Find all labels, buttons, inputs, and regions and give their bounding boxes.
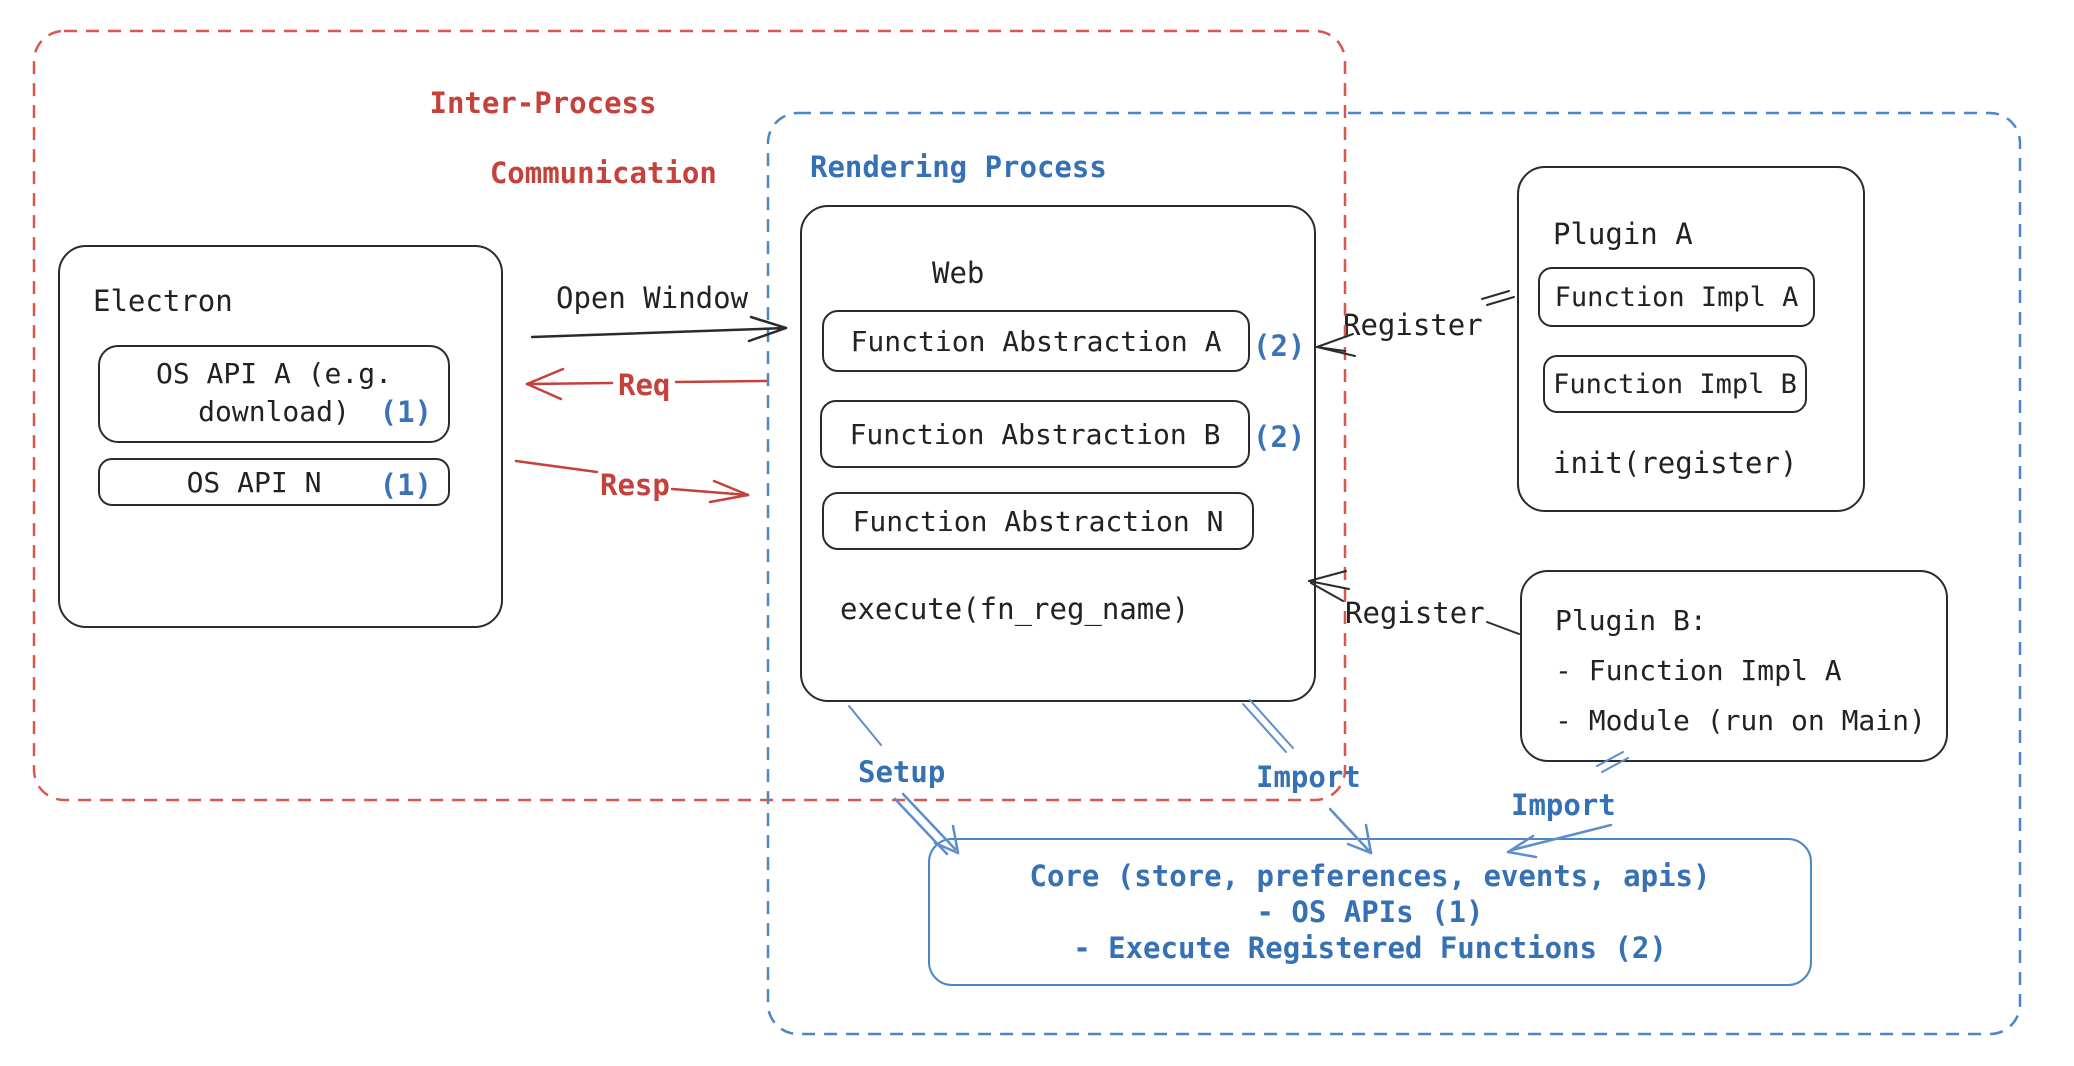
os-api-a-badge: (1) [379,395,432,429]
import-mid-label: Import [1256,760,1361,794]
os-api-a-line1-text: OS API A (e.g. [155,357,392,390]
register-top-label: Register [1343,308,1483,342]
core-box: Core (store, preferences, events, apis) … [928,838,1812,986]
core-line1: Core (store, preferences, events, apis) [1029,859,1711,893]
fn-impl-a-box: Function Impl A [1538,267,1815,327]
fn-abstraction-n-box: Function Abstraction N [822,492,1254,550]
fn-abstraction-a-text: Function Abstraction A [850,324,1222,358]
fn-abstraction-a-box: Function Abstraction A [822,310,1250,372]
plugin-b-item-1: - Function Impl A [1555,654,1842,687]
rendering-group-label: Rendering Process [810,150,1107,184]
os-api-a-line2-text: download) [198,395,350,428]
execute-text: execute(fn_reg_name) [840,592,1190,626]
import-right-label: Import [1511,788,1616,822]
fn-abstraction-n-text: Function Abstraction N [852,504,1224,538]
web-title: Web [932,256,985,290]
core-content: Core (store, preferences, events, apis) … [930,858,1810,966]
fn-impl-a-text: Function Impl A [1554,281,1799,313]
open-window-arrow [530,315,788,343]
fn-abstraction-b-badge: (2) [1253,420,1306,454]
ipc-group-label: Inter-Process Communication [420,86,717,191]
plugin-b-box: Plugin B: - Function Impl A - Module (ru… [1520,570,1948,762]
plugin-b-item-2: - Module (run on Main) [1555,704,1926,737]
fn-abstraction-a-badge: (2) [1253,329,1306,363]
plugin-a-init-text: init(register) [1553,446,1798,480]
open-window-label: Open Window [556,281,749,315]
register-bottom-label: Register [1345,596,1485,630]
plugin-b-content: Plugin B: - Function Impl A - Module (ru… [1555,596,1926,746]
fn-abstraction-b-box: Function Abstraction B [820,400,1250,468]
plugin-a-title: Plugin A [1553,217,1693,251]
plugin-b-title: Plugin B: [1555,604,1707,637]
ipc-label-line1: Inter-Process [429,86,657,120]
os-api-n-box: OS API N (1) [98,458,450,506]
os-api-a-line1: OS API A (e.g. [100,357,448,390]
setup-label: Setup [858,755,946,789]
fn-abstraction-b-text: Function Abstraction B [849,417,1221,451]
req-label: Req [618,368,671,402]
core-line3: - Execute Registered Functions (2) [1073,931,1667,965]
electron-title: Electron [93,284,233,318]
os-api-n-badge: (1) [379,468,432,502]
core-line2: - OS APIs (1) [1256,895,1484,929]
ipc-label-line2: Communication [489,156,717,190]
resp-label: Resp [600,468,670,502]
os-api-n-text: OS API N [186,465,322,499]
fn-impl-b-text: Function Impl B [1553,368,1797,400]
os-api-a-box: OS API A (e.g. download) (1) [98,345,450,443]
fn-impl-b-box: Function Impl B [1543,355,1807,413]
